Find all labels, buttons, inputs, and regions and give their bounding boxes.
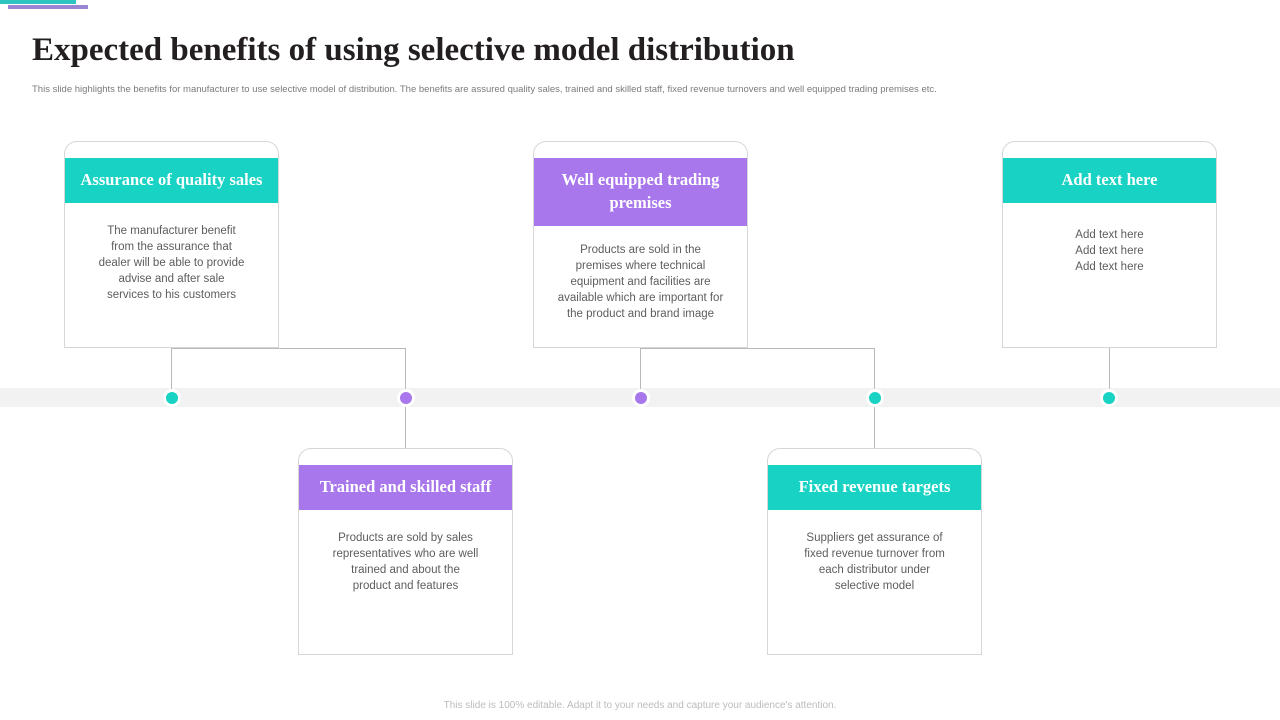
benefit-card-fixed-title-line-1: Fixed [798, 477, 838, 496]
connector-card-addtext-vertical [1109, 348, 1110, 398]
body-line: The manufacturer benefit [107, 225, 236, 237]
body-line: equipment and facilities are [570, 276, 711, 288]
benefit-card-fixed-header: Fixed revenue targets [768, 465, 981, 510]
timeline-dot-3[interactable] [632, 389, 650, 407]
timeline-dot-5[interactable] [1100, 389, 1118, 407]
page-title: Expected benefits of using selective mod… [32, 32, 795, 68]
timeline-dot-2[interactable] [397, 389, 415, 407]
benefit-card-addtext-title-line-2: text here [1095, 170, 1158, 189]
connector-card-fixed-vertical [874, 398, 875, 448]
benefit-card-addtext-title-line-1: Add [1061, 170, 1092, 189]
connector-dot-2-vertical [405, 348, 406, 398]
connector-card-wellequipped-vertical [640, 348, 641, 398]
body-line: premises where technical [575, 260, 706, 272]
benefit-card-wellequipped[interactable]: Well equipped trading premises Products … [533, 141, 748, 348]
benefit-card-fixed[interactable]: Fixed revenue targets Suppliers get assu… [767, 448, 982, 655]
connector-card-wellequipped-horizontal [640, 348, 875, 349]
body-line: Add text here [1075, 229, 1144, 241]
timeline-dot-4[interactable] [866, 389, 884, 407]
body-line: Products are sold in the [580, 244, 701, 256]
body-line: each distributor under [818, 564, 931, 576]
body-line: Add text here [1075, 245, 1144, 257]
benefit-card-trained-body: Products are sold by sales representativ… [299, 510, 512, 612]
benefit-card-trained-title-line-2: skilled staff [410, 477, 492, 496]
benefit-card-assurance-body: The manufacturer benefit from the assura… [65, 203, 278, 321]
decorative-bar-teal [0, 0, 76, 4]
connector-card-assurance-vertical [171, 348, 172, 398]
benefit-card-trained-title-line-1: Trained and [319, 477, 407, 496]
body-line: trained and about the [351, 564, 460, 576]
benefit-card-fixed-title-line-2: revenue targets [842, 477, 951, 496]
benefit-card-trained[interactable]: Trained and skilled staff Products are s… [298, 448, 513, 655]
footer-note: This slide is 100% editable. Adapt it to… [443, 700, 837, 711]
body-line: selective model [834, 580, 915, 592]
benefit-card-wellequipped-body: Products are sold in the premises where … [534, 226, 747, 340]
body-line: product and features [352, 580, 459, 592]
decorative-bar-purple [8, 5, 88, 9]
benefit-card-wellequipped-title-line-1: Well equipped [561, 170, 663, 189]
body-line: the product and brand image [566, 308, 715, 320]
benefit-card-wellequipped-header: Well equipped trading premises [534, 158, 747, 226]
body-line: Add text here [1075, 261, 1144, 273]
body-line: from the assurance that [111, 241, 232, 253]
benefit-card-assurance-header: Assurance of quality sales [65, 158, 278, 203]
body-line: Products are sold by sales [338, 532, 473, 544]
benefit-card-trained-header: Trained and skilled staff [299, 465, 512, 510]
benefit-card-assurance[interactable]: Assurance of quality sales The manufactu… [64, 141, 279, 348]
benefit-card-wellequipped-title-line-2: trading premises [609, 170, 720, 212]
connector-card-assurance-horizontal [171, 348, 406, 349]
body-line: advise and after sale [118, 273, 225, 285]
benefit-card-assurance-title-line-1: Assurance of [80, 170, 172, 189]
timeline-dot-1[interactable] [163, 389, 181, 407]
benefit-card-addtext[interactable]: Add text here Add text here Add text her… [1002, 141, 1217, 348]
connector-dot-4-vertical [874, 348, 875, 398]
page-subtitle: This slide highlights the benefits for m… [32, 84, 937, 95]
benefit-card-addtext-header: Add text here [1003, 158, 1216, 203]
body-line: fixed revenue turnover from [804, 548, 945, 560]
benefit-card-fixed-body: Suppliers get assurance of fixed revenue… [768, 510, 981, 612]
body-line: representatives who are well [332, 548, 479, 560]
benefit-card-assurance-title-line-2: quality sales [175, 170, 263, 189]
body-line: Suppliers get assurance of [806, 532, 943, 544]
body-line: services to his customers [106, 289, 237, 301]
body-line: available which are important for [557, 292, 724, 304]
connector-card-trained-vertical [405, 398, 406, 448]
benefit-card-addtext-body: Add text here Add text here Add text her… [1003, 203, 1216, 293]
body-line: dealer will be able to provide [98, 257, 245, 269]
